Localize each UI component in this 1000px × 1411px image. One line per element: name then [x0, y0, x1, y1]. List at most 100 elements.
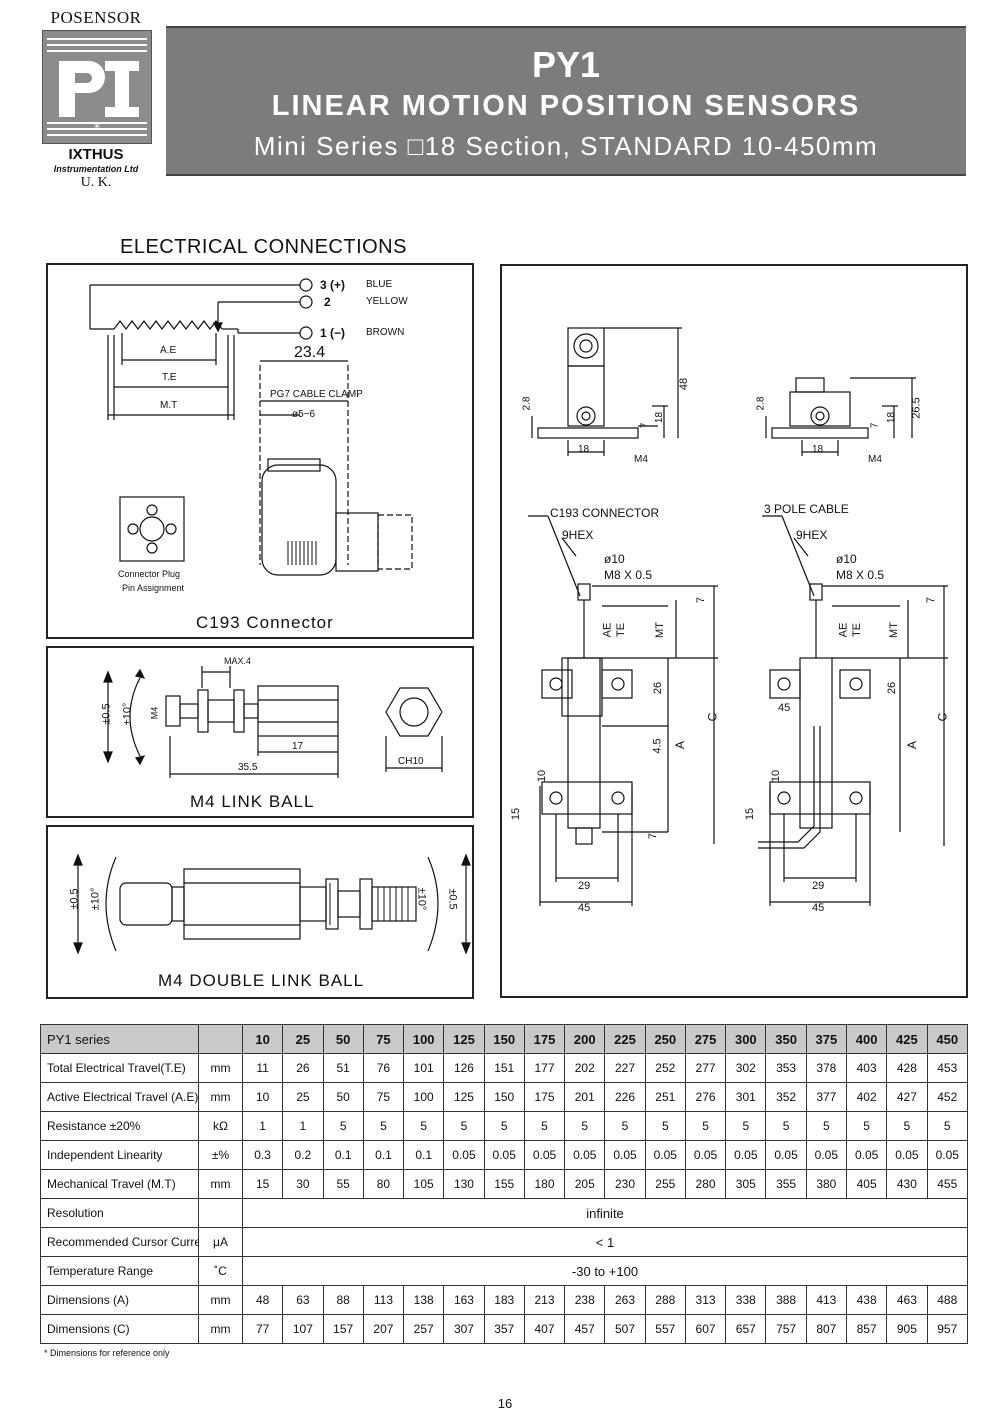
table-cell: 5: [604, 1111, 646, 1141]
table-cell: 55: [322, 1169, 364, 1199]
table-cell: 183: [483, 1285, 525, 1315]
panel-caption: C193 Connector: [196, 613, 334, 632]
dim-7-top-left: 7: [695, 596, 708, 604]
max4-label: MAX.4: [224, 656, 252, 666]
table-cell: 0.05: [483, 1140, 525, 1170]
table-cell: 163: [443, 1285, 485, 1315]
product-subtitle: Mini Series □18 Section, STANDARD 10-450…: [253, 131, 879, 161]
ae-right: AE: [837, 622, 850, 638]
table-cell: 177: [523, 1053, 566, 1083]
table-cell: 453: [926, 1053, 969, 1083]
table-cell: 457: [564, 1314, 606, 1344]
table-cell: 257: [403, 1314, 445, 1344]
table-cell: 0.3: [241, 1140, 284, 1170]
table-cell: 175: [523, 1082, 566, 1112]
panel-caption: M4 DOUBLE LINK BALL: [158, 971, 365, 990]
dim-18-right: 18: [812, 444, 824, 455]
table-cell: 1: [241, 1111, 284, 1141]
table-cell: 5: [886, 1111, 928, 1141]
row-label: Active Electrical Travel (A.E): [40, 1082, 199, 1112]
table-cell: 5: [403, 1111, 445, 1141]
electrical-connections-panel: 3 (+) BLUE 2 YELLOW 1 (−) BROWN A.E T.E …: [46, 263, 474, 639]
table-cell: 0.2: [282, 1140, 324, 1170]
table-cell: 488: [926, 1285, 969, 1315]
logo-pi-mark: *: [42, 30, 152, 144]
table-span-cell: -30 to +100: [242, 1256, 968, 1286]
table-cell: 125: [443, 1082, 485, 1112]
dim-18-vert-right: 18: [886, 411, 898, 424]
dim-10-left: 10: [536, 769, 549, 783]
mt-right: MT: [887, 622, 900, 638]
dim-29-right: 29: [812, 880, 825, 892]
dim-29-left: 29: [578, 880, 591, 892]
wiring-diagram: [89, 278, 413, 576]
table-cell: 0.05: [805, 1140, 847, 1170]
table-cell: 377: [805, 1082, 847, 1112]
tolerance-label-right: ±0.5: [446, 888, 459, 910]
row-label: Temperature Range: [40, 1256, 199, 1286]
table-cell: 455: [926, 1169, 969, 1199]
table-cell: 5: [322, 1111, 364, 1141]
size-header: 350: [765, 1024, 807, 1054]
table-cell: 407: [523, 1314, 566, 1344]
table-cell: 151: [483, 1053, 525, 1083]
table-cell: 5: [362, 1111, 405, 1141]
table-cell: 130: [443, 1169, 485, 1199]
dim-48: 48: [678, 377, 691, 391]
pin1-color: BROWN: [366, 327, 405, 338]
size-header: 200: [564, 1024, 606, 1054]
mt-label: M.T: [160, 400, 178, 411]
m8-right: M8 X 0.5: [836, 568, 885, 582]
table-cell: 180: [523, 1169, 566, 1199]
dim-10-right: 10: [770, 769, 783, 783]
table-cell: 507: [604, 1314, 646, 1344]
size-header: 250: [644, 1024, 686, 1054]
table-cell: 252: [644, 1053, 686, 1083]
row-label: Recommended Cursor Current: [40, 1227, 199, 1257]
table-cell: 0.05: [725, 1140, 767, 1170]
logo-subtitle: Instrumentation Ltd: [53, 164, 139, 174]
c193-connector-label: C193 CONNECTOR: [550, 506, 660, 520]
table-cell: 452: [926, 1082, 969, 1112]
table-cell: 427: [886, 1082, 928, 1112]
row-unit: mm: [198, 1053, 243, 1083]
table-cell: 15: [241, 1169, 284, 1199]
table-cell: 657: [725, 1314, 767, 1344]
dim-7-right: 7: [869, 422, 881, 429]
table-cell: 155: [483, 1169, 525, 1199]
size-header: 125: [443, 1024, 485, 1054]
table-cell: 357: [483, 1314, 525, 1344]
table-cell: 905: [886, 1314, 928, 1344]
m4-right: M4: [868, 454, 882, 465]
series-label: PY1 series: [40, 1024, 199, 1054]
table-cell: 277: [684, 1053, 727, 1083]
te-label: T.E: [162, 372, 177, 383]
product-code: PY1: [531, 44, 601, 85]
dim-7-top-right: 7: [925, 596, 938, 604]
table-cell: 0.1: [322, 1140, 364, 1170]
row-label: Total Electrical Travel(T.E): [40, 1053, 199, 1083]
table-cell: 30: [282, 1169, 324, 1199]
table-cell: 307: [443, 1314, 485, 1344]
table-cell: 430: [886, 1169, 928, 1199]
pin3-label: 3 (+): [320, 278, 346, 292]
dimension-drawing: [528, 327, 948, 906]
table-cell: 0.05: [926, 1140, 969, 1170]
table-cell: 227: [604, 1053, 646, 1083]
table-cell: 313: [684, 1285, 727, 1315]
table-cell: 403: [845, 1053, 888, 1083]
table-cell: 255: [644, 1169, 686, 1199]
row-label: Dimensions (C): [40, 1314, 199, 1344]
table-cell: 353: [765, 1053, 807, 1083]
table-cell: 438: [845, 1285, 888, 1315]
svg-text:*: *: [94, 121, 100, 135]
row-unit: mm: [198, 1314, 243, 1344]
table-cell: 63: [282, 1285, 324, 1315]
pin2-label: 2: [324, 295, 331, 309]
table-cell: 100: [403, 1082, 445, 1112]
angle-label-left: ±10°: [89, 887, 102, 911]
